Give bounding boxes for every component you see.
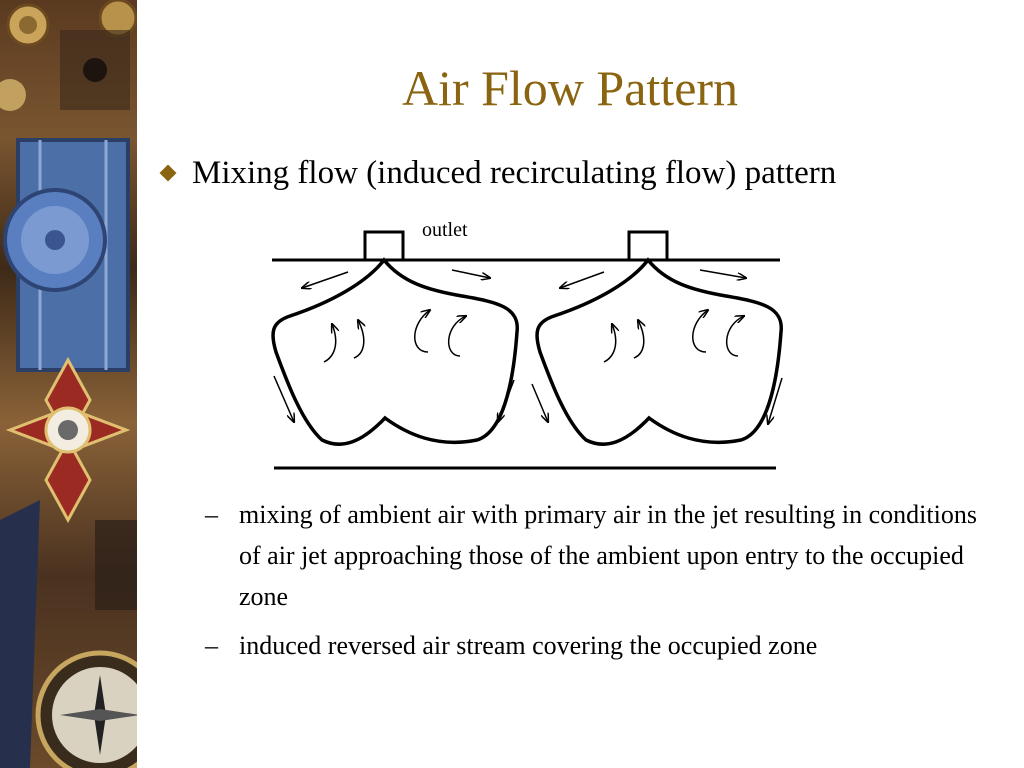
sub-bullet-text: induced reversed air stream covering the…	[239, 631, 818, 660]
recirculation-arrow-7	[692, 310, 708, 353]
main-bullet-text: Mixing flow (induced recirculating flow)…	[192, 155, 837, 191]
recirculation-arrow-2	[353, 320, 364, 359]
recirculation-arrow-8	[725, 316, 744, 357]
dash-bullet-icon: –	[205, 631, 218, 660]
sub-bullet-text: mixing of ambient air with primary air i…	[239, 500, 977, 611]
flow-arrow-down-3	[531, 383, 548, 422]
flow-arrow-ceiling-4	[699, 269, 746, 278]
recirculation-arrow-6	[633, 320, 644, 359]
dash-bullet-icon: –	[205, 500, 218, 529]
sub-bullet-list: – mixing of ambient air with primary air…	[205, 494, 985, 674]
flow-arrow-down-1	[273, 375, 294, 422]
airflow-diagram: outlet	[271, 219, 783, 470]
jet-envelope-left	[271, 257, 519, 446]
flow-arrow-ceiling-3	[560, 271, 605, 288]
sidebar-artwork	[0, 0, 137, 768]
outlet-label: outlet	[422, 219, 468, 241]
jet-envelope-right	[535, 257, 783, 446]
main-bullet: Mixing flow (induced recirculating flow)…	[159, 152, 1002, 194]
flow-arrow-down-2	[498, 379, 515, 422]
diamond-bullet-icon	[159, 164, 177, 182]
recirculation-arrow-5	[603, 324, 616, 363]
outlet-box-left	[363, 230, 405, 262]
sub-bullet-item: – induced reversed air stream covering t…	[205, 625, 985, 666]
outlet-box-right	[627, 230, 669, 262]
recirculation-arrow-3	[414, 310, 430, 353]
recirculation-arrow-1	[323, 324, 336, 363]
flow-arrow-ceiling-1	[302, 271, 349, 288]
recirculation-arrow-4	[447, 316, 466, 357]
flow-arrow-ceiling-2	[451, 269, 490, 278]
slide-title: Air Flow Pattern	[401, 60, 739, 116]
flow-arrow-down-4	[768, 377, 783, 424]
sub-bullet-item: – mixing of ambient air with primary air…	[205, 494, 985, 617]
decorative-sidebar	[0, 0, 137, 768]
